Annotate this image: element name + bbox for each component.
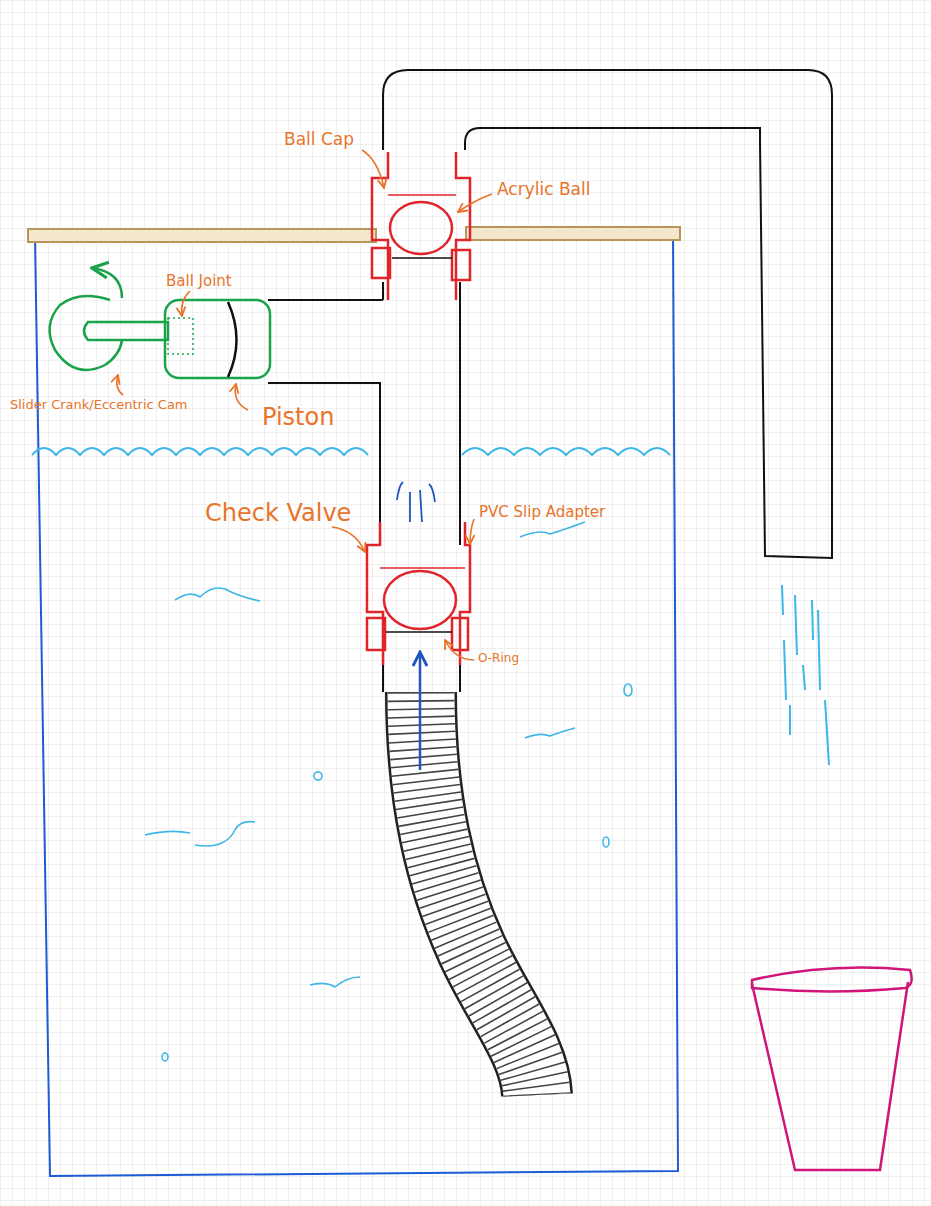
falling-water (782, 585, 829, 765)
water-surface (32, 448, 368, 455)
part-label: Ball Joint (166, 273, 232, 290)
piston-face (228, 302, 237, 377)
water-marks (145, 522, 632, 1061)
cup (752, 968, 912, 1170)
top-plank (28, 229, 376, 242)
part-label: Acrylic Ball (497, 180, 590, 199)
check-valve (367, 522, 470, 665)
corrugated-hose (421, 692, 537, 1095)
outlet-pipe (383, 70, 832, 558)
water-surface (462, 448, 670, 455)
part-label: Check Valve (205, 500, 351, 526)
pump-pipe (268, 282, 460, 692)
tank-outline (35, 232, 678, 1176)
ball-valve (372, 152, 470, 300)
part-label: Slider Crank/Eccentric Cam (10, 398, 188, 412)
part-label: PVC Slip Adapter (479, 504, 605, 521)
part-label: Ball Cap (284, 130, 354, 149)
flow-marks (397, 482, 435, 522)
part-label: Piston (262, 404, 334, 430)
flow-arrow (419, 652, 422, 770)
piston-assembly (50, 268, 270, 378)
part-label: O-Ring (478, 652, 519, 665)
top-plank (466, 227, 680, 240)
